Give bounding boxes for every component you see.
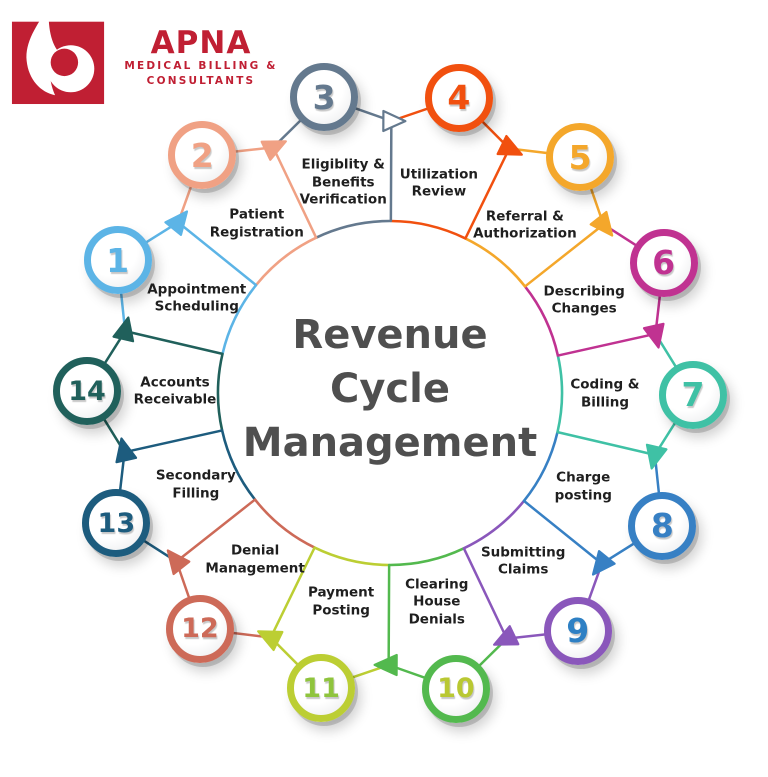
arrow-step-6-to-7 [642,322,665,349]
step-number-9: 9 [566,611,590,651]
connector-step-11-inner [269,546,316,639]
step-number-8: 8 [650,506,674,546]
ring-arc-step-13 [220,430,257,501]
step-number-13: 13 [97,507,136,539]
step-number-5: 5 [568,137,592,177]
step-label-5: Referral &Authorization [473,208,577,242]
apna-logo-icon [11,6,105,105]
step-badge-9: 9 [543,596,612,665]
logo-tagline-line2: CONSULTANTS [146,75,256,88]
step-badge-10: 10 [421,654,490,723]
arrow-step-9-to-10 [493,625,520,646]
step-badge-1: 1 [83,226,152,295]
connector-step-7-inner [556,430,657,457]
arrow-step-1-to-2 [164,210,189,236]
step-number-12: 12 [181,613,219,645]
connector-step-9-inner [462,547,509,640]
arrow-step-12-to-13 [166,549,191,576]
ring-arc-step-4 [390,219,466,240]
arrow-step-13-to-14 [115,437,138,464]
arrow-step-4-to-5 [496,134,523,156]
step-badge-4: 4 [424,63,493,132]
connector-step-14-inner [123,329,224,356]
ring-arc-step-9 [463,500,525,550]
arrow-step-7-to-8 [645,443,668,470]
ring-arc-step-6 [523,285,560,356]
logo: APNA MEDICAL BILLING & CONSULTANTS [10,6,280,106]
connector-step-12-inner [175,498,257,563]
step-badge-14: 14 [53,357,121,426]
step-badge-8: 8 [628,491,697,560]
ring-arc-step-7 [556,355,564,433]
connector-step-8-inner [522,499,604,565]
logo-brand: APNA [150,25,252,61]
connector-step-13-inner [123,429,224,454]
arrow-step-10-to-11 [373,653,398,677]
ring-arc-step-12 [253,498,316,549]
center-title-line2: Cycle [330,366,450,412]
arrow-step-11-to-12 [257,630,284,652]
step-badge-6: 6 [629,228,698,297]
connector-step-5-inner [523,223,605,288]
logo-text: APNA MEDICAL BILLING & CONSULTANTS [122,6,280,89]
step-badge-2: 2 [168,121,237,190]
ring-arc-step-8 [522,431,559,502]
step-number-1: 1 [106,240,130,280]
step-number-2: 2 [190,135,214,175]
center-title: Revenue Cycle Management [210,308,570,470]
step-number-6: 6 [652,243,676,283]
center-circle [218,221,562,565]
step-number-14: 14 [68,375,106,407]
arrow-step-2-to-3 [260,140,287,161]
center-title-line1: Revenue [292,312,488,358]
step-number-11: 11 [302,672,340,704]
ring-arc-step-2 [255,236,317,286]
center-title-line3: Management [242,420,538,466]
connector-step-4-inner [464,147,511,240]
arrow-step-14-to-1 [112,316,135,343]
arrow-step-5-to-6 [589,210,614,237]
step-badge-5: 5 [546,123,615,192]
logo-tagline-line1: MEDICAL BILLING & [124,60,278,72]
step-badge-13: 13 [82,489,151,558]
step-number-10: 10 [437,673,475,705]
step-number-4: 4 [447,78,471,118]
connector-step-2-inner [271,146,318,239]
step-number-3: 3 [312,77,336,117]
arrow-step-8-to-9 [591,550,616,576]
ring-arc-step-3 [315,219,391,239]
connector-step-1-inner [176,221,258,287]
step-badge-12: 12 [165,594,234,663]
step-badge-11: 11 [287,654,356,723]
step-number-7: 7 [681,375,705,414]
connector-step-6-inner [556,332,657,357]
step-label-7: Coding &Billing [570,376,640,411]
ring-arc-step-1 [221,284,258,355]
step-badge-3: 3 [290,63,359,132]
ring-arc-step-14 [216,353,224,431]
ring-arc-step-10 [389,547,465,567]
ring-arc-step-5 [464,237,527,288]
step-badge-7: 7 [658,360,727,429]
arrow-step-3-to-4 [382,109,407,133]
ring-arc-step-11 [314,546,390,567]
